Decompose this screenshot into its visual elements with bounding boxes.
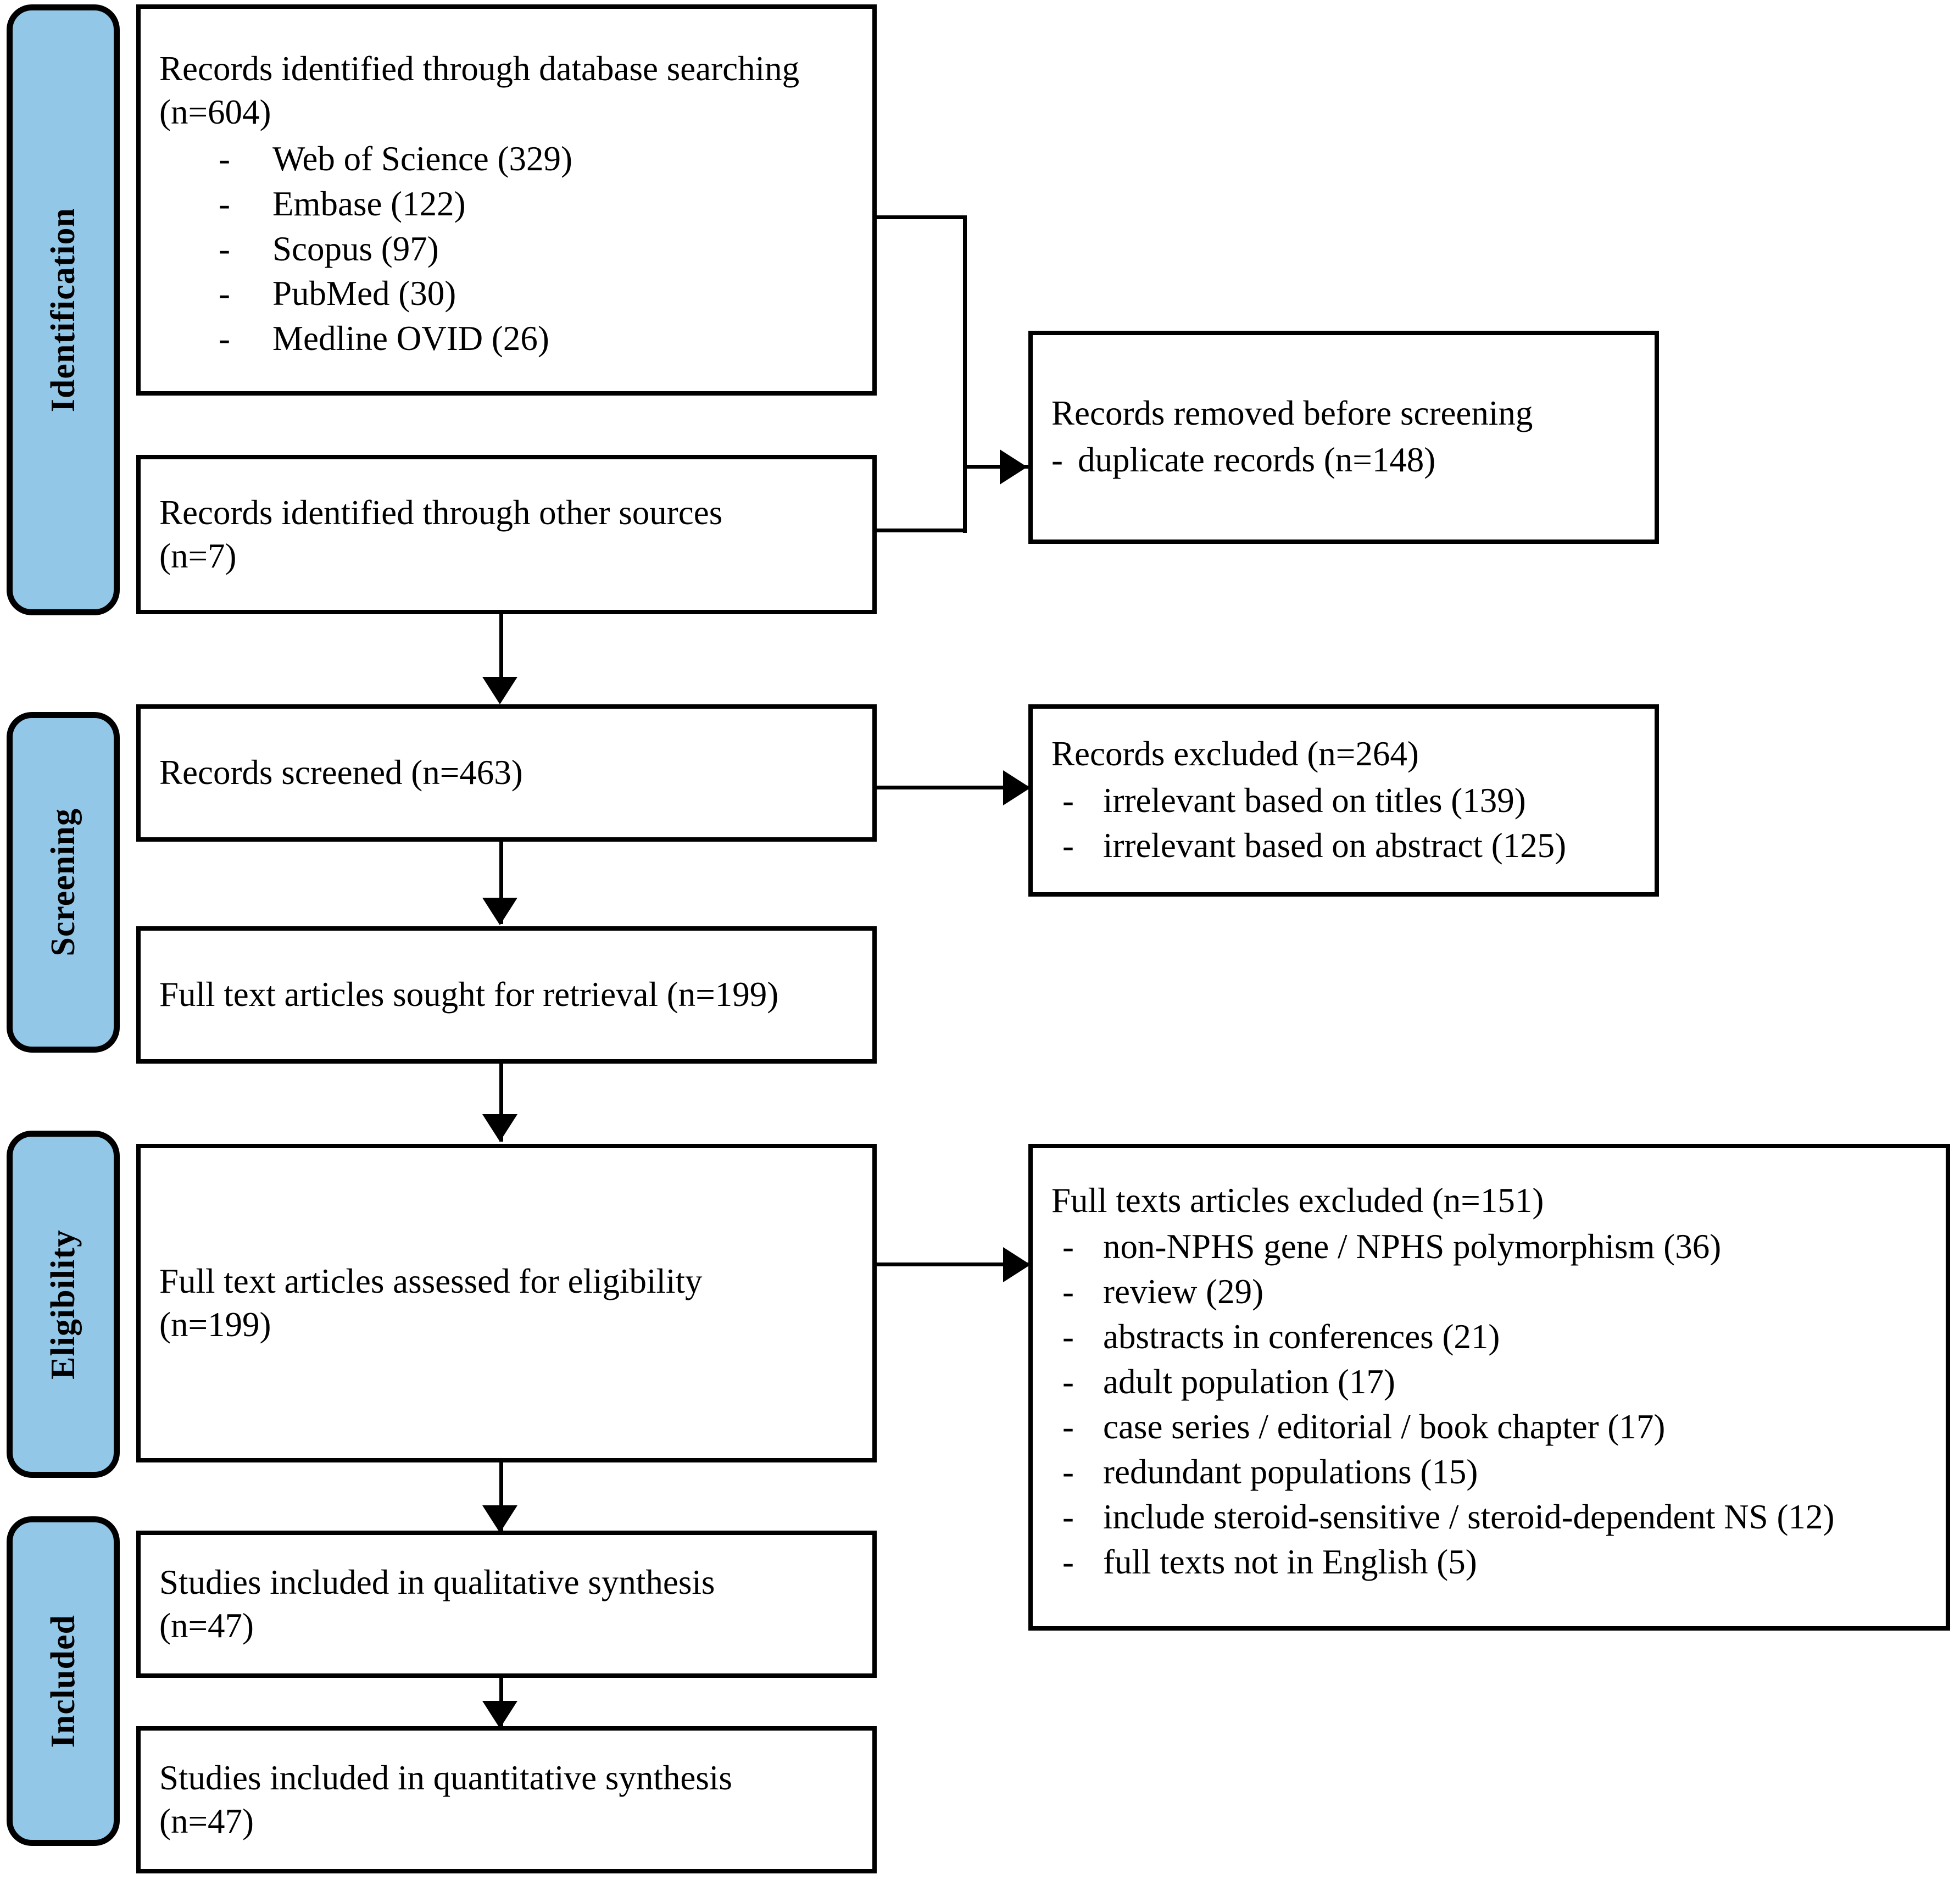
bullet-dash-icon: -: [219, 139, 230, 178]
full-texts-excluded-reason-list: - non-NPHS gene / NPHS polymorphism (36)…: [1062, 1225, 1931, 1584]
list-item: - PubMed (30): [219, 271, 858, 316]
list-item-label: PubMed (30): [272, 274, 456, 313]
box-title-quantitative-synthesis: Studies included in quantitative synthes…: [159, 1758, 732, 1840]
stage-label-included: Included: [44, 1614, 82, 1748]
bullet-dash-icon: -: [219, 319, 230, 358]
bullet-dash-icon: -: [1062, 1362, 1074, 1401]
list-item-label: non-NPHS gene / NPHS polymorphism (36): [1103, 1227, 1722, 1266]
bullet-dash-icon: -: [1062, 1272, 1074, 1311]
box-records-excluded: Records excluded (n=264) - irrelevant ba…: [1028, 704, 1659, 897]
bullet-dash-icon: -: [1062, 826, 1074, 865]
list-item: - adult population (17): [1062, 1360, 1931, 1405]
box-title-removed-before-screening: Records removed before screening: [1051, 394, 1533, 433]
box-full-text-assessed-for-eligibility: Full text articles assessed for eligibil…: [136, 1144, 877, 1462]
list-item: - include steroid-sensitive / steroid-de…: [1062, 1495, 1931, 1540]
connector-qualitative-to-quantitative: [499, 1648, 503, 1728]
list-item-label: adult population (17): [1103, 1362, 1395, 1401]
list-item: - abstracts in conferences (21): [1062, 1315, 1931, 1360]
bullet-dash-icon: -: [1062, 1407, 1074, 1446]
arrow-to-records-screened: [482, 677, 517, 704]
connector-assessed-to-qualitative: [499, 1453, 503, 1533]
box-title-database-search: Records identified through database sear…: [159, 49, 800, 132]
connector-junction-to-removed: [963, 465, 1029, 469]
list-item-label: full texts not in English (5): [1103, 1542, 1477, 1581]
connector-other-to-junction: [872, 529, 967, 532]
stage-label-screening: Screening: [44, 808, 82, 956]
box-records-identified-database: Records identified through database sear…: [136, 4, 877, 396]
removed-reason-list: - duplicate records (n=148): [1051, 438, 1640, 483]
bullet-dash-icon: -: [219, 229, 230, 268]
box-title-records-screened: Records screened (n=463): [159, 753, 523, 792]
database-source-list: - Web of Science (329) - Embase (122) - …: [219, 137, 858, 361]
list-item-label: Web of Science (329): [272, 139, 572, 178]
bullet-dash-icon: -: [219, 274, 230, 313]
bullet-dash-icon: -: [1062, 1452, 1074, 1491]
connector-assessed-to-excluded: [872, 1262, 1032, 1266]
list-item: - duplicate records (n=148): [1051, 438, 1640, 483]
bullet-dash-icon: -: [1062, 1542, 1074, 1581]
list-item: - Scopus (97): [219, 227, 858, 272]
box-title-records-excluded: Records excluded (n=264): [1051, 735, 1419, 774]
list-item-label: irrelevant based on abstract (125): [1103, 826, 1567, 865]
arrow-to-full-texts-excluded: [1003, 1247, 1031, 1282]
arrow-to-qualitative-synthesis: [482, 1505, 517, 1533]
list-item-label: duplicate records (n=148): [1078, 440, 1436, 479]
box-records-removed-before-screening: Records removed before screening - dupli…: [1028, 331, 1659, 544]
arrow-to-quantitative-synthesis: [482, 1701, 517, 1728]
arrow-to-records-excluded: [1003, 770, 1031, 805]
records-excluded-reason-list: - irrelevant based on titles (139) - irr…: [1062, 778, 1640, 869]
stage-pill-eligibility: Eligibility: [7, 1131, 120, 1478]
arrow-to-removed-box: [1000, 449, 1027, 485]
stage-label-identification: Identification: [44, 207, 82, 413]
arrow-to-full-text-assessed: [482, 1114, 517, 1142]
list-item: - case series / editorial / book chapter…: [1062, 1405, 1931, 1450]
stage-pill-included: Included: [7, 1516, 120, 1846]
list-item: - Embase (122): [219, 182, 858, 227]
list-item: - irrelevant based on abstract (125): [1062, 824, 1640, 869]
list-item: - Web of Science (329): [219, 137, 858, 182]
bullet-dash-icon: -: [1062, 1227, 1074, 1266]
list-item-label: Scopus (97): [272, 229, 439, 268]
list-item-label: review (29): [1103, 1272, 1264, 1311]
list-item-label: abstracts in conferences (21): [1103, 1317, 1500, 1356]
bullet-dash-icon: -: [1051, 440, 1063, 479]
list-item-label: Medline OVID (26): [272, 319, 549, 358]
bullet-dash-icon: -: [1062, 1497, 1074, 1536]
stage-pill-identification: Identification: [7, 4, 120, 615]
box-quantitative-synthesis: Studies included in quantitative synthes…: [136, 1726, 877, 1873]
list-item-label: include steroid-sensitive / steroid-depe…: [1103, 1497, 1835, 1536]
box-full-text-sought-for-retrieval: Full text articles sought for retrieval …: [136, 926, 877, 1064]
connector-screened-to-sought: [499, 841, 503, 924]
list-item: - Medline OVID (26): [219, 316, 858, 361]
list-item: - redundant populations (15): [1062, 1450, 1931, 1495]
box-title-full-text-assessed: Full text articles assessed for eligibil…: [159, 1261, 703, 1344]
box-title-other-sources: Records identified through other sources…: [159, 493, 723, 575]
bullet-dash-icon: -: [219, 184, 230, 223]
box-qualitative-synthesis: Studies included in qualitative synthesi…: [136, 1531, 877, 1678]
box-records-identified-other-sources: Records identified through other sources…: [136, 455, 877, 614]
stage-label-eligibility: Eligibility: [44, 1229, 82, 1380]
arrow-to-full-text-sought: [482, 898, 517, 925]
list-item-label: redundant populations (15): [1103, 1452, 1478, 1491]
box-title-qualitative-synthesis: Studies included in qualitative synthesi…: [159, 1562, 715, 1645]
list-item: - irrelevant based on titles (139): [1062, 778, 1640, 824]
connector-other-to-screened: [499, 614, 503, 698]
connector-screened-to-excluded: [872, 786, 1032, 789]
bullet-dash-icon: -: [1062, 781, 1074, 820]
list-item-label: Embase (122): [272, 184, 466, 223]
box-records-screened: Records screened (n=463): [136, 704, 877, 842]
connector-identification-junction-vertical: [963, 215, 967, 533]
box-full-texts-excluded: Full texts articles excluded (n=151) - n…: [1028, 1144, 1950, 1631]
bullet-dash-icon: -: [1062, 1317, 1074, 1356]
list-item: - non-NPHS gene / NPHS polymorphism (36): [1062, 1225, 1931, 1270]
list-item-label: case series / editorial / book chapter (…: [1103, 1407, 1666, 1446]
box-title-full-text-sought: Full text articles sought for retrieval …: [159, 975, 779, 1014]
stage-pill-screening: Screening: [7, 712, 120, 1053]
list-item: - review (29): [1062, 1270, 1931, 1315]
list-item-label: irrelevant based on titles (139): [1103, 781, 1526, 820]
list-item: - full texts not in English (5): [1062, 1540, 1931, 1585]
connector-db-to-junction: [872, 215, 967, 219]
box-title-full-texts-excluded: Full texts articles excluded (n=151): [1051, 1181, 1544, 1220]
connector-sought-to-assessed: [499, 1049, 503, 1142]
